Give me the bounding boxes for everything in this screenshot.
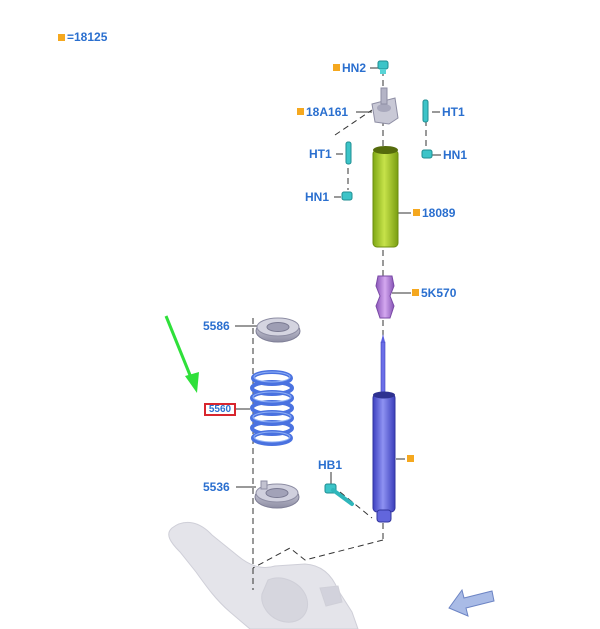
callout-bolt[interactable]: HB1 — [318, 458, 343, 472]
navigation-arrow-icon[interactable] — [448, 588, 495, 617]
coil-spring — [250, 370, 294, 446]
marker-hn2 — [333, 64, 340, 71]
callout-dust-boot[interactable]: 18089 — [422, 206, 456, 220]
legend-marker — [58, 34, 65, 41]
marker-bracket — [297, 108, 304, 115]
leader-lines — [235, 67, 441, 488]
lower-spring-seat — [254, 480, 300, 509]
green-pointer-arrow-icon — [164, 315, 199, 393]
callout-upper-seat[interactable]: 5586 — [203, 319, 230, 333]
top-nut — [377, 60, 389, 74]
legend-label: =18125 — [67, 30, 108, 44]
callout-bump-stop[interactable]: 5K570 — [421, 286, 457, 300]
mount-bolt — [324, 483, 354, 506]
upper-mount-bracket — [371, 87, 399, 125]
knuckle-background — [168, 521, 359, 629]
callout-hn1-right[interactable]: HN1 — [443, 148, 468, 162]
callout-spring-highlighted[interactable]: 5560 — [204, 403, 236, 416]
marker-bump-stop — [412, 289, 419, 296]
callout-ht1-right[interactable]: HT1 — [442, 105, 465, 119]
callout-bracket[interactable]: 18A161 — [306, 105, 349, 119]
callout-hn2[interactable]: HN2 — [342, 61, 367, 75]
marker-shock-absorber[interactable] — [407, 455, 414, 462]
callout-ht1-left[interactable]: HT1 — [309, 147, 332, 161]
upper-spring-seat — [255, 317, 301, 343]
callout-hn1-left[interactable]: HN1 — [305, 190, 330, 204]
shock-absorber — [372, 334, 396, 523]
dust-boot — [372, 146, 399, 248]
bump-stop — [375, 275, 395, 319]
marker-dust-boot — [413, 209, 420, 216]
coil-spring-highlight — [252, 371, 292, 443]
fasteners — [341, 99, 433, 201]
callout-lower-seat[interactable]: 5536 — [203, 480, 230, 494]
